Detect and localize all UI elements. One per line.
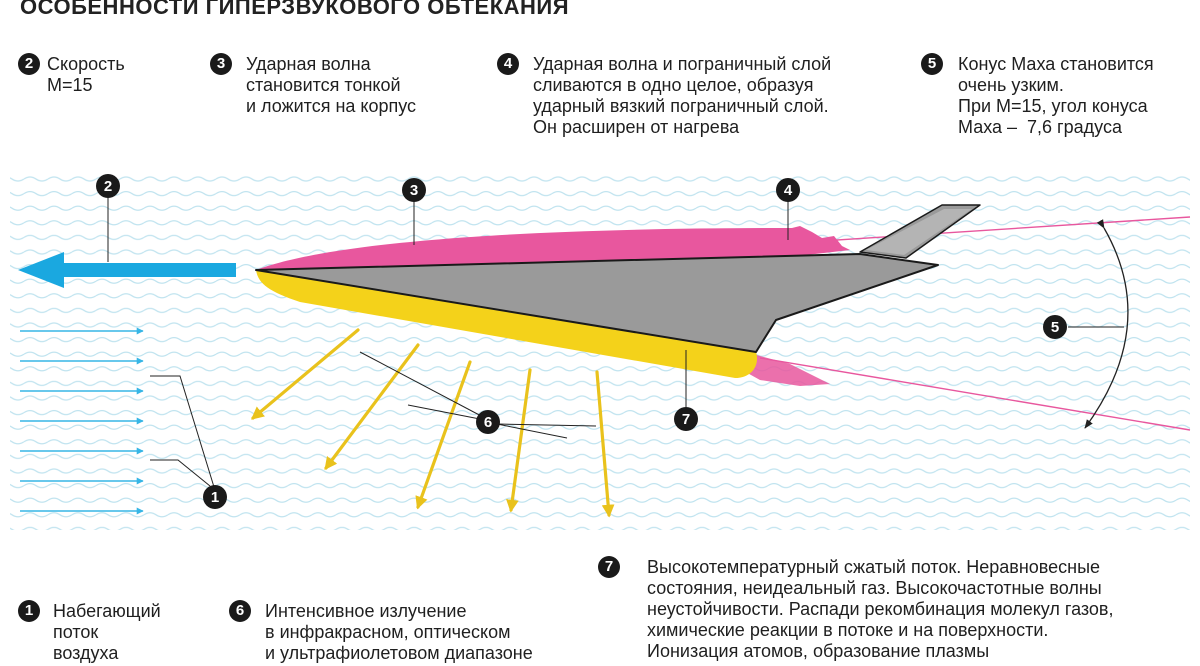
page-title: ОСОБЕННОСТИ ГИПЕРЗВУКОВОГО ОБТЕКАНИЯ xyxy=(20,0,570,19)
svg-text:5: 5 xyxy=(1051,319,1059,336)
svg-text:4: 4 xyxy=(784,182,793,199)
callout-badge-2: 2 xyxy=(18,53,40,75)
callout-text-6: Интенсивное излучение в инфракрасном, оп… xyxy=(265,601,533,663)
callout-text-7: Высокотемпературный сжатый поток. Неравн… xyxy=(647,557,1114,661)
marker-5: 5 xyxy=(1043,315,1067,339)
callout-badge-6: 6 xyxy=(229,600,251,622)
svg-text:3: 3 xyxy=(410,182,418,199)
callout-badge-1: 1 xyxy=(18,600,40,622)
svg-text:7: 7 xyxy=(682,411,690,428)
shock-wake-lower xyxy=(742,352,830,386)
callout-badge-4: 4 xyxy=(497,53,519,75)
hypersonic-vehicle-body xyxy=(255,253,939,353)
marker-7: 7 xyxy=(674,407,698,431)
callout-text-3: Ударная волна становится тонкой и ложитс… xyxy=(246,54,417,116)
marker-2: 2 xyxy=(96,174,120,198)
callout-badge-7: 7 xyxy=(598,556,620,578)
marker-4: 4 xyxy=(776,178,800,202)
hot-compressed-layer xyxy=(256,270,758,378)
svg-text:2: 2 xyxy=(104,178,112,195)
marker-3: 3 xyxy=(402,178,426,202)
callout-text-4: Ударная волна и пограничный слой сливают… xyxy=(533,54,832,137)
callout-text-1: Набегающий поток воздуха xyxy=(53,601,161,663)
leader-lines xyxy=(107,196,1124,488)
mach-cone-lower-line xyxy=(759,357,1191,431)
callout-badge-5: 5 xyxy=(921,53,943,75)
callout-badge-3: 3 xyxy=(210,53,232,75)
callout-text-2: Скорость М=15 xyxy=(47,54,125,95)
mach-angle-arc xyxy=(1084,219,1129,429)
svg-text:6: 6 xyxy=(484,414,492,431)
vehicle-fin-highlight xyxy=(866,209,972,255)
radiation-arrows xyxy=(251,328,615,518)
svg-text:1: 1 xyxy=(211,489,219,506)
velocity-arrow xyxy=(18,252,236,288)
callout-text-5: Конус Маха становится очень узким. При М… xyxy=(958,54,1154,137)
marker-6: 6 xyxy=(476,410,500,434)
marker-1: 1 xyxy=(203,485,227,509)
incoming-air-flow-arrows xyxy=(20,327,144,515)
